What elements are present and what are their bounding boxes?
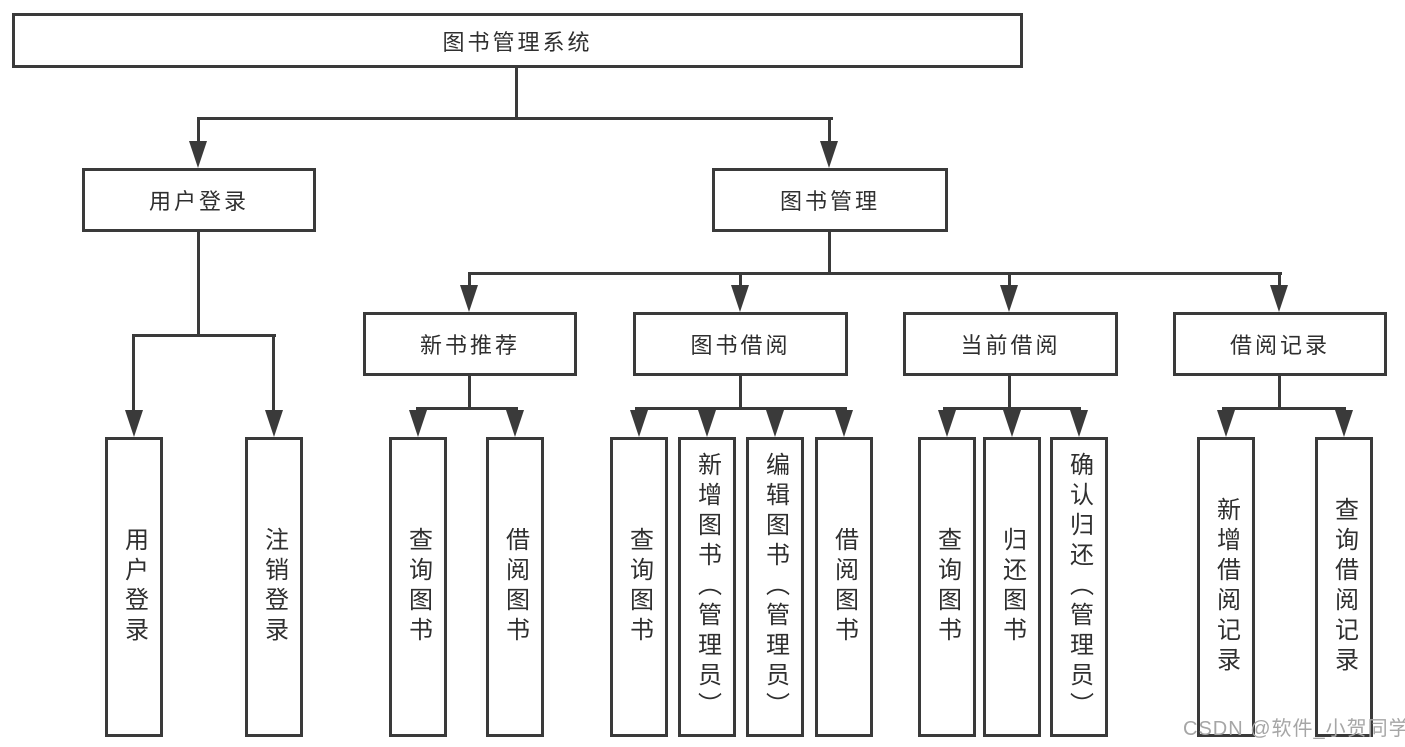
connector-arrow — [938, 410, 956, 437]
node-book-borrow: 图书借阅 — [633, 312, 848, 376]
connector-arrow — [506, 410, 524, 437]
connector-arrow — [125, 410, 143, 437]
connector-arrow — [630, 410, 648, 437]
node-user-login-branch: 用户登录 — [82, 168, 316, 232]
connector-line — [197, 117, 833, 120]
leaf-rec-query-books: 查询图书 — [389, 437, 447, 737]
connector-arrow — [1000, 285, 1018, 312]
leaf-borrow-query-books: 查询图书 — [610, 437, 668, 737]
leaf-current-query-books: 查询图书 — [918, 437, 976, 737]
connector-arrow — [835, 410, 853, 437]
connector-line — [468, 272, 1282, 275]
connector-line — [197, 232, 200, 336]
connector-line — [132, 334, 276, 337]
connector-line — [828, 117, 831, 145]
node-borrow-records: 借阅记录 — [1173, 312, 1387, 376]
connector-arrow — [1270, 285, 1288, 312]
leaf-logout: 注销登录 — [245, 437, 303, 737]
connector-arrow — [1070, 410, 1088, 437]
leaf-user-login: 用户登录 — [105, 437, 163, 737]
connector-line — [132, 334, 135, 412]
connector-arrow — [1003, 410, 1021, 437]
connector-arrow — [1217, 410, 1235, 437]
node-root: 图书管理系统 — [12, 13, 1023, 68]
leaf-borrow-edit-books: 编辑图书（管理员） — [746, 437, 804, 737]
connector-line — [272, 334, 275, 412]
connector-line — [739, 376, 742, 410]
connector-line — [943, 407, 1081, 410]
connector-line — [197, 117, 200, 145]
node-current-borrow: 当前借阅 — [903, 312, 1118, 376]
leaf-records-query-record: 查询借阅记录 — [1315, 437, 1373, 737]
leaf-borrow-borrow-books: 借阅图书 — [815, 437, 873, 737]
connector-line — [1222, 407, 1346, 410]
connector-line — [468, 376, 471, 410]
connector-line — [468, 272, 471, 287]
connector-line — [1278, 272, 1281, 287]
connector-arrow — [409, 410, 427, 437]
connector-arrow — [766, 410, 784, 437]
connector-line — [1008, 376, 1011, 410]
connector-arrow — [731, 285, 749, 312]
leaf-borrow-add-books: 新增图书（管理员） — [678, 437, 736, 737]
connector-line — [416, 407, 518, 410]
leaf-rec-borrow-books: 借阅图书 — [486, 437, 544, 737]
connector-line — [739, 272, 742, 287]
watermark-text: CSDN @软件_小贺同学 — [1183, 718, 1405, 740]
node-book-management-branch: 图书管理 — [712, 168, 948, 232]
connector-arrow — [1335, 410, 1353, 437]
node-new-book-recommend: 新书推荐 — [363, 312, 577, 376]
connector-arrow — [698, 410, 716, 437]
connector-arrow — [460, 285, 478, 312]
leaf-records-add-record: 新增借阅记录 — [1197, 437, 1255, 737]
connector-arrow — [265, 410, 283, 437]
connector-arrow — [189, 141, 207, 168]
connector-line — [828, 232, 831, 274]
connector-arrow — [820, 141, 838, 168]
connector-line — [1008, 272, 1011, 287]
leaf-current-confirm-return: 确认归还（管理员） — [1050, 437, 1108, 737]
connector-line — [635, 407, 847, 410]
connector-line — [515, 68, 518, 119]
connector-line — [1278, 376, 1281, 410]
leaf-current-return-books: 归还图书 — [983, 437, 1041, 737]
